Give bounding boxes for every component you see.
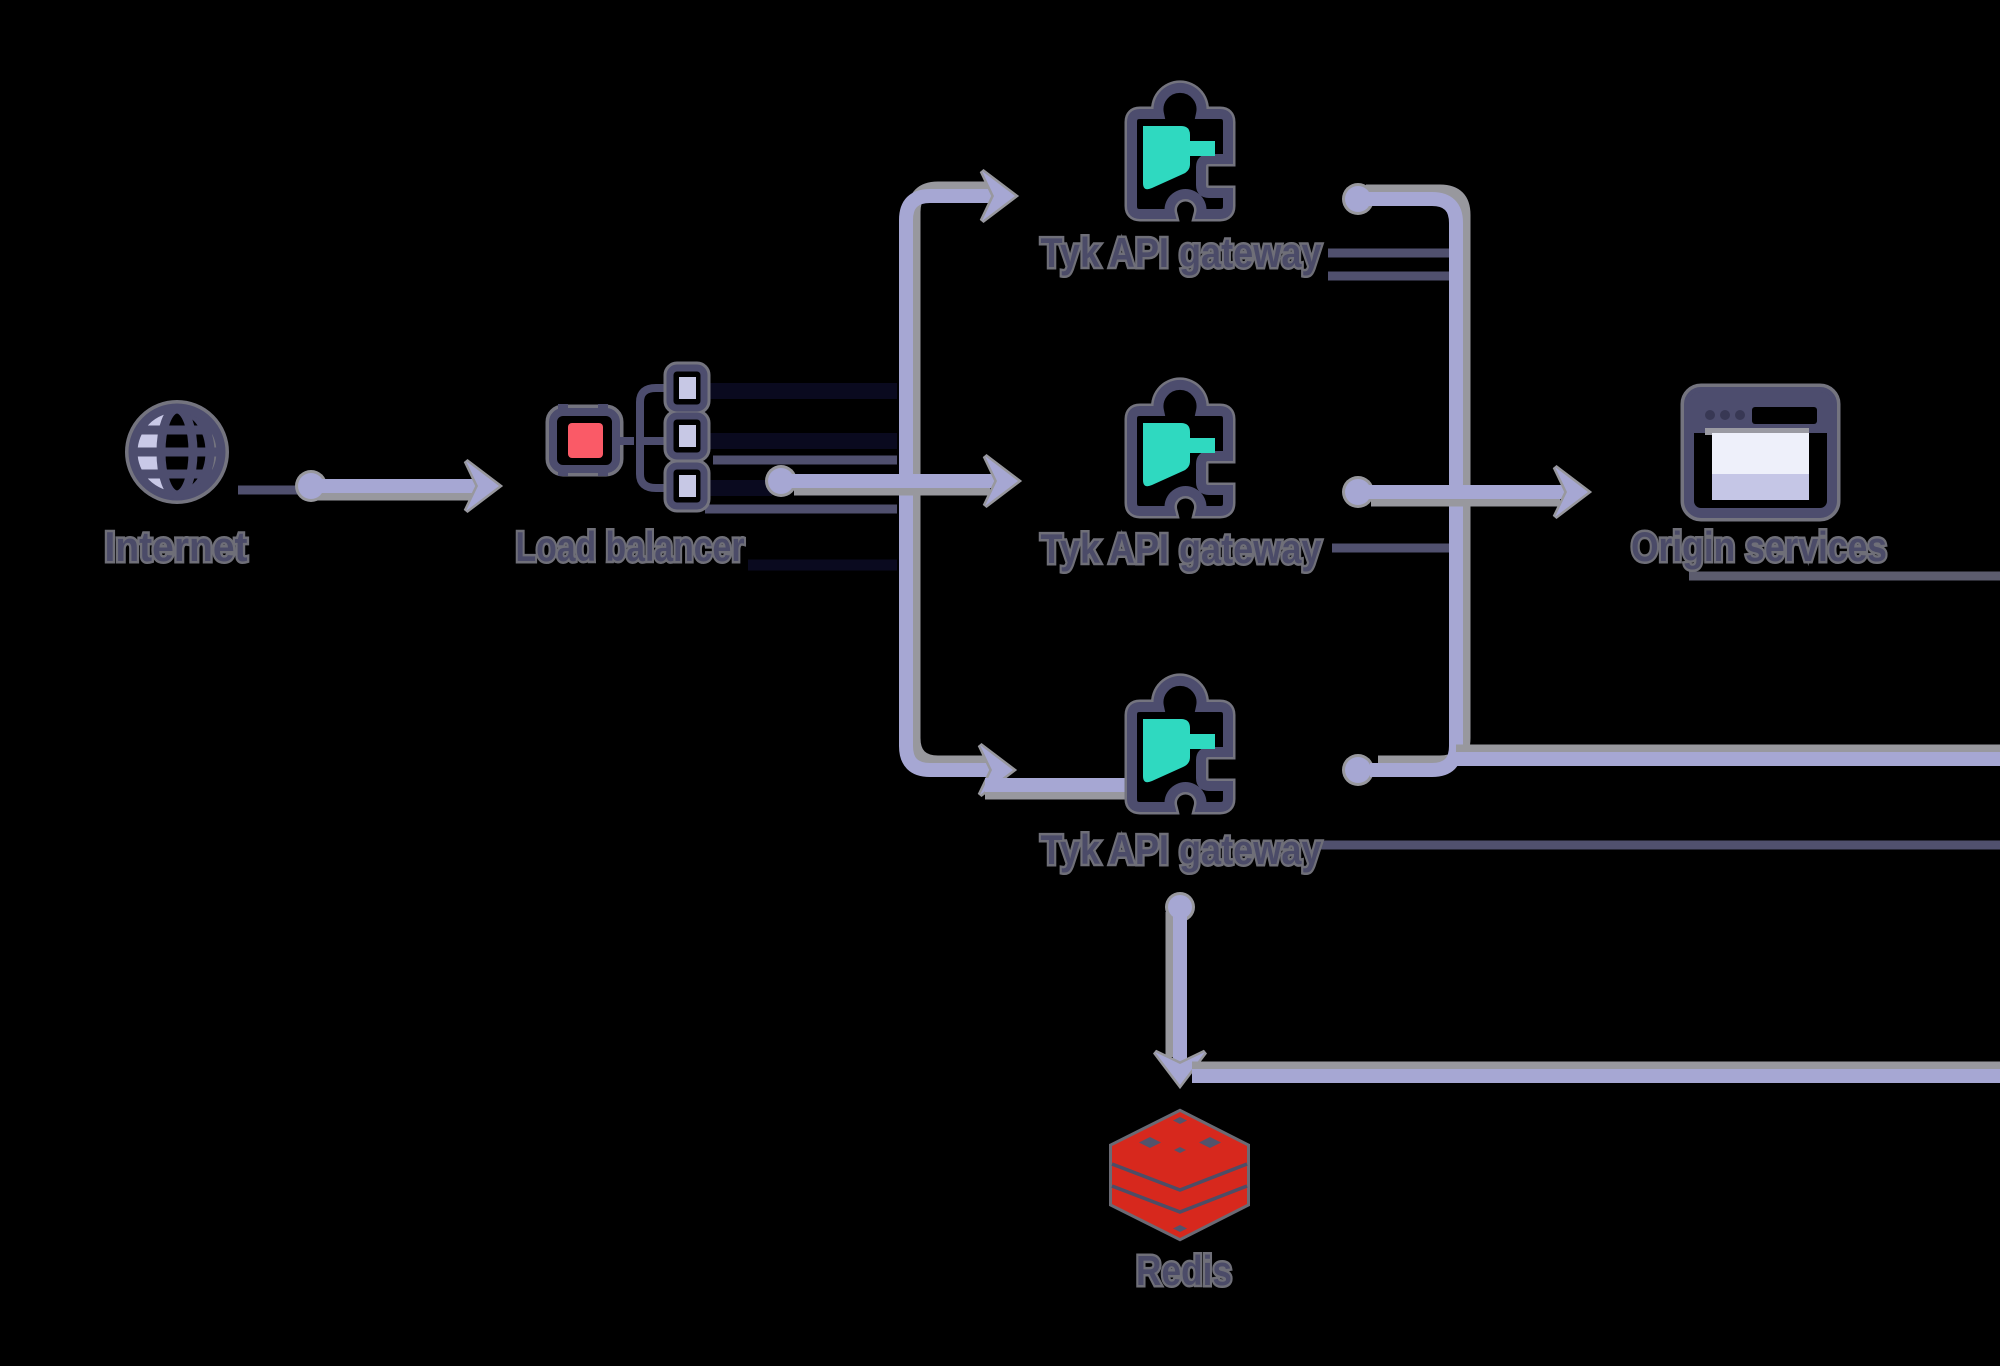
svg-text:Tyk API gateway: Tyk API gateway [1041, 525, 1323, 572]
svg-text:Load balancer: Load balancer [516, 523, 745, 570]
svg-text:Tyk API gateway: Tyk API gateway [1041, 826, 1323, 873]
svg-text:Tyk API gateway: Tyk API gateway [1041, 229, 1323, 276]
svg-text:Redis: Redis [1136, 1247, 1232, 1294]
svg-text:Internet: Internet [105, 523, 248, 570]
svg-text:Origin services: Origin services [1631, 523, 1887, 570]
